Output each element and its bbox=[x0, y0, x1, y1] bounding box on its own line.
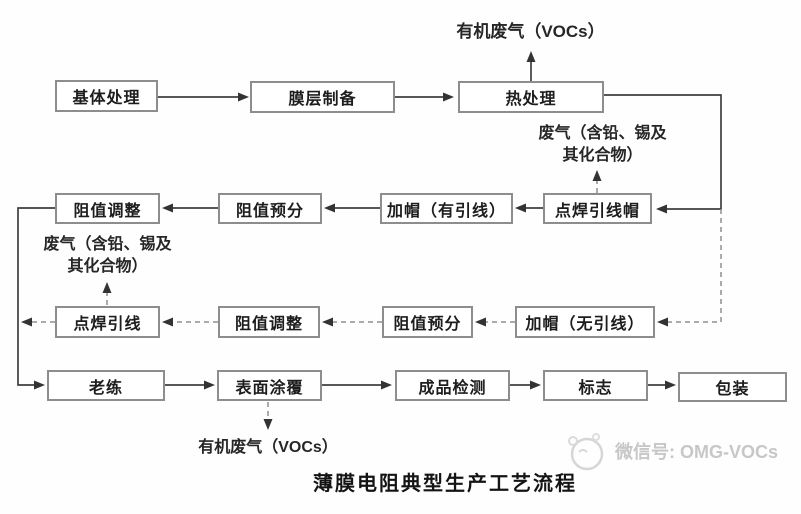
wechat-mascot-icon bbox=[568, 433, 604, 471]
node-weld-leads: 点焊引线 bbox=[55, 306, 160, 338]
watermark-text: 微信号: OMG-VOCs bbox=[615, 442, 779, 462]
label-organic-voc-bottom: 有机废气（VOCs） bbox=[198, 439, 338, 456]
node-substrate-treatment: 基体处理 bbox=[55, 80, 158, 112]
node-burn-in: 老练 bbox=[47, 370, 165, 401]
node-surface-coating: 表面涂覆 bbox=[217, 370, 322, 401]
node-resistance-adjust-leaded: 阻值调整 bbox=[55, 193, 160, 224]
label-waste-lead-tin-lower: 废气（含铅、锡及 其化合物） bbox=[15, 234, 200, 278]
label-waste-lead-tin-upper: 废气（含铅、锡及 其化合物） bbox=[505, 123, 700, 167]
node-final-inspection: 成品检测 bbox=[395, 370, 510, 401]
dashed-flow-lines bbox=[32, 181, 722, 419]
label-line: 其化合物） bbox=[562, 147, 643, 164]
label-line: 废气（含铅、锡及 bbox=[538, 125, 667, 142]
node-capping-with-leads: 加帽（有引线） bbox=[380, 193, 513, 224]
node-heat-treatment: 热处理 bbox=[458, 81, 604, 113]
node-film-preparation: 膜层制备 bbox=[250, 81, 395, 113]
node-resistance-presort-leadless: 阻值预分 bbox=[382, 306, 473, 338]
node-packaging: 包装 bbox=[678, 372, 787, 402]
solid-flow-lines bbox=[17, 62, 722, 386]
label-line: 其化合物） bbox=[67, 258, 148, 275]
node-weld-lead-cap: 点焊引线帽 bbox=[543, 193, 652, 224]
node-resistance-adjust-leadless: 阻值调整 bbox=[218, 306, 320, 338]
arrow-heads bbox=[21, 51, 676, 430]
watermark: 微信号: OMG-VOCs bbox=[565, 428, 778, 474]
label-organic-voc-top: 有机废气（VOCs） bbox=[456, 22, 605, 41]
node-resistance-presort-leaded: 阻值预分 bbox=[218, 193, 322, 224]
node-capping-without-leads: 加帽（无引线） bbox=[515, 306, 655, 338]
label-line: 废气（含铅、锡及 bbox=[43, 236, 172, 253]
diagram-title: 薄膜电阻典型生产工艺流程 bbox=[313, 473, 577, 495]
node-marking: 标志 bbox=[543, 370, 648, 401]
